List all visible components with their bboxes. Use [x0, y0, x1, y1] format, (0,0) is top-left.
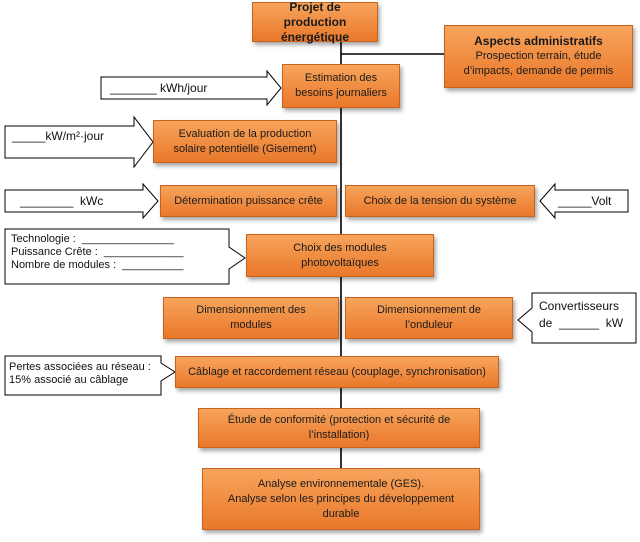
box-conformite-line1: Étude de conformité (protection et sécur…: [227, 414, 451, 426]
callout-kwc-text: ________ kWc: [20, 194, 104, 208]
box-admin: Aspects administratifs Prospection terra…: [444, 25, 633, 88]
kwm2-callout-shape: [4, 115, 154, 169]
box-dim-modules-line2: modules: [230, 319, 272, 331]
box-projet-line1: Projet de production: [283, 0, 347, 29]
volt-callout-shape: [539, 182, 629, 220]
callout-convertisseurs-line1: Convertisseurs: [539, 299, 620, 313]
callout-puissance-text: Puissance Crête : _____________: [11, 246, 184, 258]
box-tension-line1: Choix de la tension du système: [363, 194, 517, 207]
callout-nombre-text: Nombre de modules : __________: [11, 259, 184, 271]
box-cablage-line1: Câblage et raccordement réseau (couplage…: [188, 365, 486, 378]
box-projet-line2: énergétique: [280, 29, 349, 44]
box-tension: Choix de la tension du système: [345, 185, 535, 217]
modules-info-callout-shape: [4, 228, 246, 285]
box-admin-title: Aspects administratifs: [474, 34, 603, 48]
box-dim-modules-line1: Dimensionnement des: [196, 304, 306, 316]
box-admin-line1: Prospection terrain, étude: [475, 50, 602, 62]
callout-technologie-text: Technologie : _______________: [11, 233, 174, 245]
box-modules-line2: photovoltaïques: [301, 256, 379, 269]
callout-volt-text: _____Volt: [558, 194, 612, 208]
box-puissance-line1: Détermination puissance crête: [174, 194, 323, 207]
convertisseurs-callout-shape: [517, 292, 637, 344]
callout-convertisseurs-line2: de ______ kW: [539, 316, 624, 330]
callout-kwh-text: _______ kWh/jour: [110, 81, 208, 95]
box-dim-onduleur-line2: l’onduleur: [405, 319, 453, 331]
kwh-callout-shape: [100, 69, 282, 107]
box-projet: Projet de production énergétique: [252, 0, 378, 44]
kwc-callout-shape: [4, 182, 159, 220]
box-environnement-line1: Analyse environnementale (GES).: [257, 477, 425, 490]
box-dim-onduleur-line1: Dimensionnement de: [377, 304, 481, 316]
box-estimation-line2: besoins journaliers: [295, 87, 387, 99]
box-puissance: Détermination puissance crête: [160, 185, 337, 217]
callout-pertes-line1: Pertes associées au réseau :: [9, 361, 151, 373]
box-admin-line2: d’impacts, demande de permis: [463, 65, 614, 77]
box-estimation: Estimation des besoins journaliers: [282, 64, 400, 108]
box-evaluation-line2: solaire potentielle (Gisement): [173, 142, 317, 155]
box-environnement: Analyse environnementale (GES). Analyse …: [202, 468, 480, 530]
callout-pertes-line2: 15% associé au câblage: [9, 374, 129, 386]
box-dim-modules: Dimensionnement des modules: [163, 297, 339, 339]
pertes-callout-shape: [4, 355, 176, 396]
box-conformite: Étude de conformité (protection et sécur…: [198, 408, 480, 448]
box-modules: Choix des modules photovoltaïques: [246, 234, 434, 277]
box-evaluation-line1: Evaluation de la production: [178, 127, 312, 140]
box-evaluation: Evaluation de la production solaire pote…: [153, 120, 337, 163]
box-dim-onduleur: Dimensionnement de l’onduleur: [345, 297, 513, 339]
box-environnement-line3: durable: [322, 507, 360, 520]
box-cablage: Câblage et raccordement réseau (couplage…: [175, 356, 499, 388]
box-modules-line1: Choix des modules: [293, 241, 387, 254]
box-environnement-line2: Analyse selon les principes du développe…: [227, 492, 455, 505]
box-conformite-line2: l’installation): [308, 429, 370, 441]
box-estimation-line1: Estimation des: [304, 72, 378, 84]
callout-kwm2-text: _____kW/m²·jour: [12, 129, 105, 143]
